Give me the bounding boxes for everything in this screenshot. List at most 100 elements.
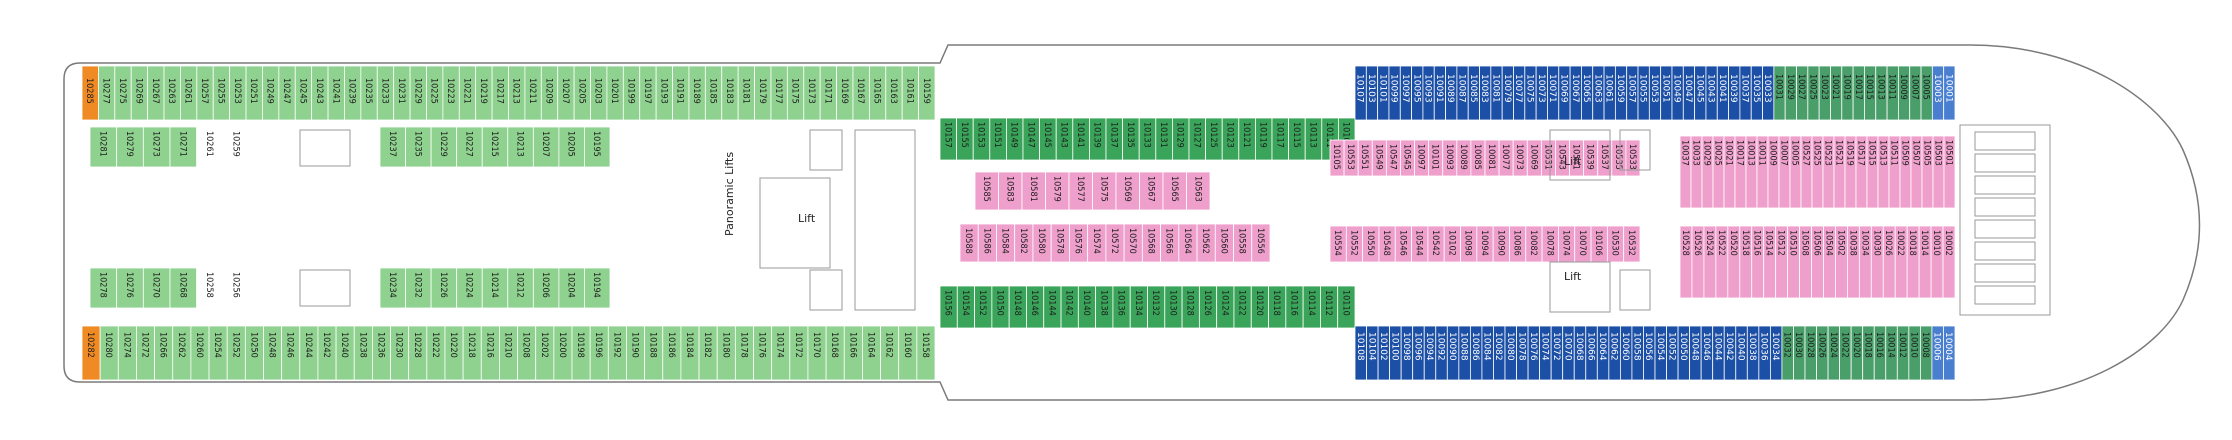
cabin[interactable]: [532, 126, 560, 168]
cabin[interactable]: [430, 126, 458, 168]
cabin[interactable]: [558, 267, 585, 309]
cabin-number: 10120: [1254, 290, 1264, 316]
cabin-number: 10245: [297, 78, 307, 104]
cabin-number: 10519: [1845, 140, 1855, 166]
cabin-number: 10275: [117, 78, 127, 104]
cabin[interactable]: [116, 126, 144, 168]
cabin-number: 10213: [511, 78, 521, 104]
cabin-number: 10270: [151, 272, 161, 298]
cabin-number: 10042: [1724, 332, 1734, 361]
cabin[interactable]: [1942, 225, 1956, 299]
cabin[interactable]: [169, 267, 198, 309]
cabin-number: 10011: [1757, 140, 1767, 166]
cabin[interactable]: [1623, 225, 1641, 263]
cabin[interactable]: [142, 126, 171, 168]
cabin-number: 10553: [1345, 144, 1355, 170]
cabin-number: 10515: [1867, 140, 1877, 166]
cabin[interactable]: [456, 267, 483, 309]
cabin-number: 10038: [1747, 332, 1757, 361]
cabin-number: 10145: [1042, 122, 1052, 148]
cabin[interactable]: [1625, 139, 1641, 177]
cabin[interactable]: [1186, 171, 1211, 211]
cabin[interactable]: [584, 126, 611, 168]
cabin[interactable]: [481, 126, 509, 168]
cabin[interactable]: [558, 126, 585, 168]
cabin-number: 10030: [1871, 230, 1881, 256]
cabin-number: 10007: [1909, 74, 1919, 100]
cabin-number: 10230: [394, 332, 404, 358]
cabin-number: 10516: [1752, 230, 1762, 256]
cabin-number: 10206: [540, 272, 550, 298]
cabin-number: 10037: [1740, 74, 1750, 103]
cabin-number: 10059: [1615, 74, 1625, 103]
cabin-number: 10086: [1470, 332, 1480, 361]
cabin-number: 10135: [1125, 122, 1135, 148]
cabin-number: 10173: [806, 78, 816, 104]
cabin-number: 10511: [1889, 140, 1899, 166]
cabin[interactable]: [481, 267, 509, 309]
cabin[interactable]: [584, 267, 611, 309]
cabin-number: 10114: [1306, 290, 1316, 316]
cabin-number: 10136: [1116, 290, 1126, 316]
cabin-number: 10236: [375, 332, 385, 358]
cabin-number: 10055: [1638, 74, 1648, 103]
cabin-number: 10086: [1512, 230, 1522, 256]
cabin-number: 10535: [1613, 144, 1623, 170]
cabin[interactable]: [169, 126, 198, 168]
cabin[interactable]: [456, 126, 483, 168]
cabin[interactable]: [222, 267, 251, 309]
cabin-number: 10582: [1018, 228, 1028, 254]
store-room: [1974, 175, 2036, 195]
cabin[interactable]: [916, 325, 936, 381]
cabin[interactable]: [142, 267, 171, 309]
cabin[interactable]: [1943, 135, 1956, 209]
panoramic-lifts-label: Panoramic Lifts: [723, 152, 736, 236]
cabin-number: 10506: [1812, 230, 1822, 256]
cabin-number: 10575: [1098, 176, 1108, 202]
cabin-number: 10082: [1528, 230, 1538, 256]
cabin[interactable]: [196, 126, 224, 168]
cabin-number: 10568: [1145, 228, 1155, 254]
cabin-number: 10221: [461, 78, 471, 104]
cabin[interactable]: [1337, 285, 1356, 329]
cabin-number: 10168: [829, 332, 839, 358]
cabin-number: 10029: [1702, 140, 1712, 166]
cabin-number: 10576: [1073, 228, 1083, 254]
cabin-number: 10219: [478, 78, 488, 104]
cabin-number: 10151: [992, 122, 1002, 148]
cabin-number: 10054: [1655, 332, 1665, 361]
cabin-number: 10140: [1081, 290, 1091, 316]
cabin[interactable]: [532, 267, 560, 309]
cabin[interactable]: [89, 267, 118, 309]
cabin-number: 10088: [1459, 332, 1469, 361]
cabin[interactable]: [116, 267, 144, 309]
cabin-number: 10165: [872, 78, 882, 104]
cabin-number: 10122: [1237, 290, 1247, 316]
cabin-number: 10269: [133, 78, 143, 104]
cabin-number: 10207: [540, 131, 550, 157]
cabin-number: 10214: [489, 272, 499, 298]
cabin[interactable]: [405, 126, 432, 168]
cabin-number: 10155: [959, 122, 969, 148]
cabin-number: 10175: [790, 78, 800, 104]
cabin-number: 10032: [1782, 332, 1792, 358]
cabin-number: 10196: [593, 332, 603, 358]
cabin-number: 10015: [1864, 74, 1874, 100]
cabin[interactable]: [507, 126, 534, 168]
cabin-number: 10520: [1728, 230, 1738, 256]
cabin-number: 10211: [527, 78, 537, 104]
cabin-number: 10087: [1457, 74, 1467, 103]
cabin[interactable]: [1251, 223, 1271, 263]
cabin-number: 10070: [1562, 332, 1572, 361]
cabin[interactable]: [1943, 325, 1956, 381]
cabin-number: 10267: [150, 78, 160, 104]
cabin-number: 10100: [1389, 332, 1399, 361]
cabin[interactable]: [222, 126, 251, 168]
cabin-number: 10504: [1823, 230, 1833, 256]
cabin-number: 10581: [1028, 176, 1038, 202]
cabin-number: 10215: [489, 131, 499, 157]
cabin[interactable]: [1943, 65, 1956, 121]
cabin[interactable]: [918, 65, 936, 121]
store-room: [1974, 219, 2036, 239]
cabin[interactable]: [196, 267, 224, 309]
